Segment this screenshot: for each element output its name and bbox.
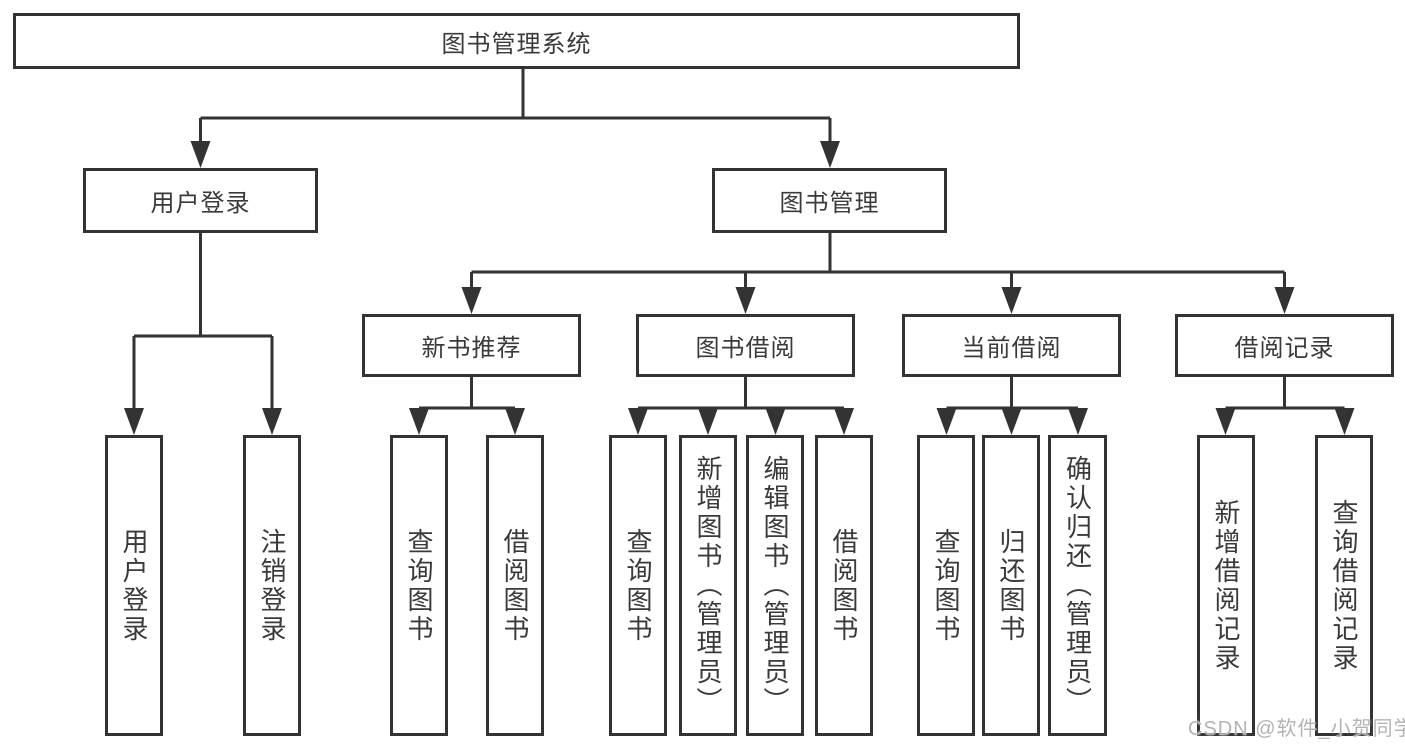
node-user-login: 用户登录 xyxy=(83,168,318,233)
leaf-borrow-books-recommend: 借阅图书 xyxy=(486,435,544,736)
leaf-logout: 注销登录 xyxy=(243,435,301,736)
leaf-edit-book-admin: 编辑图书（管理员） xyxy=(746,435,804,736)
node-current-borrowing: 当前借阅 xyxy=(902,314,1121,377)
node-book-management-system: 图书管理系统 xyxy=(13,13,1020,69)
leaf-add-book-admin: 新增图书（管理员） xyxy=(679,435,737,736)
leaf-return-book: 归还图书 xyxy=(982,435,1040,736)
leaf-query-borrow-record: 查询借阅记录 xyxy=(1315,435,1373,736)
leaf-confirm-return-admin: 确认归还（管理员） xyxy=(1048,435,1107,736)
leaf-query-books-recommend: 查询图书 xyxy=(390,435,448,736)
node-borrowing-records: 借阅记录 xyxy=(1175,314,1394,377)
node-new-book-recommendation: 新书推荐 xyxy=(362,314,581,377)
node-book-borrowing: 图书借阅 xyxy=(636,314,855,377)
leaf-query-books-borrow: 查询图书 xyxy=(609,435,667,736)
leaf-query-books-current: 查询图书 xyxy=(917,435,975,736)
csdn-watermark: CSDN @软件_小贺同学 xyxy=(1188,718,1405,740)
leaf-add-borrow-record: 新增借阅记录 xyxy=(1197,435,1255,736)
leaf-user-login: 用户登录 xyxy=(105,435,163,736)
leaf-borrow-books: 借阅图书 xyxy=(815,435,873,736)
node-book-management: 图书管理 xyxy=(712,168,947,233)
